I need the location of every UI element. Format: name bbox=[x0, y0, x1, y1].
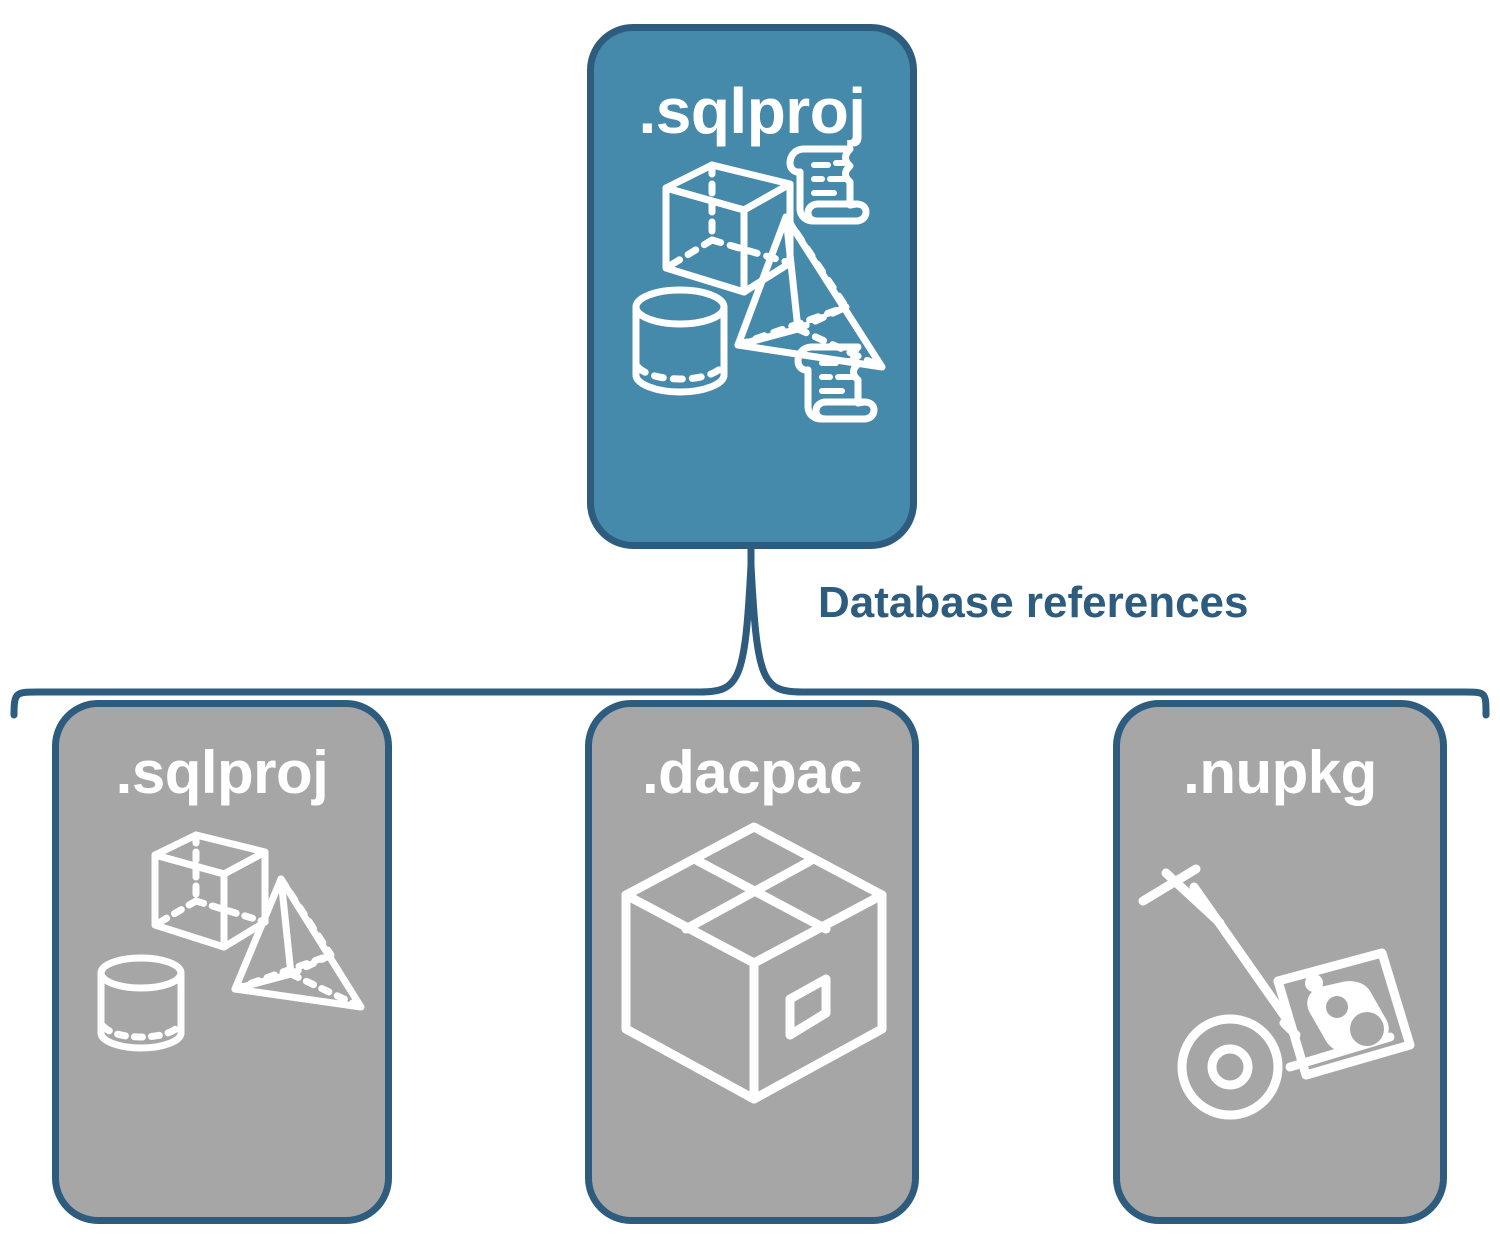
root-node-icon-group bbox=[632, 145, 886, 423]
reference-node-dacpac[interactable]: .dacpac bbox=[585, 700, 919, 1224]
root-node-sqlproj[interactable]: .sqlproj bbox=[587, 24, 917, 549]
reference-node-icon-area bbox=[59, 803, 385, 1217]
cylinder-icon bbox=[632, 286, 728, 396]
root-node-label: .sqlproj bbox=[638, 75, 866, 147]
reference-node-label: .sqlproj bbox=[115, 739, 329, 806]
reference-node-label: .nupkg bbox=[1183, 739, 1377, 806]
reference-node-nupkg[interactable]: .nupkg bbox=[1113, 700, 1447, 1224]
reference-node-sqlproj[interactable]: .sqlproj bbox=[52, 700, 392, 1224]
scroll-icon bbox=[786, 145, 870, 225]
brace-label: Database references bbox=[818, 578, 1249, 627]
package-box-icon bbox=[621, 822, 887, 1104]
scroll-icon bbox=[794, 343, 878, 423]
cube-icon bbox=[151, 831, 269, 951]
nupkg-icon-group bbox=[1138, 864, 1415, 1120]
brace-path bbox=[10, 564, 1490, 719]
nuget-package-icon bbox=[1273, 948, 1415, 1080]
cylinder-icon bbox=[97, 954, 185, 1052]
reference-node-label: .dacpac bbox=[642, 739, 862, 806]
reference-node-icon-area bbox=[1120, 803, 1440, 1217]
dacpac-icon-group bbox=[621, 822, 887, 1104]
cube-icon bbox=[662, 161, 794, 296]
sqlproj-icon-group bbox=[97, 831, 365, 1052]
reference-node-icon-area bbox=[592, 803, 912, 1217]
root-node-icon-area bbox=[594, 143, 910, 542]
pyramid-icon bbox=[231, 875, 365, 1011]
